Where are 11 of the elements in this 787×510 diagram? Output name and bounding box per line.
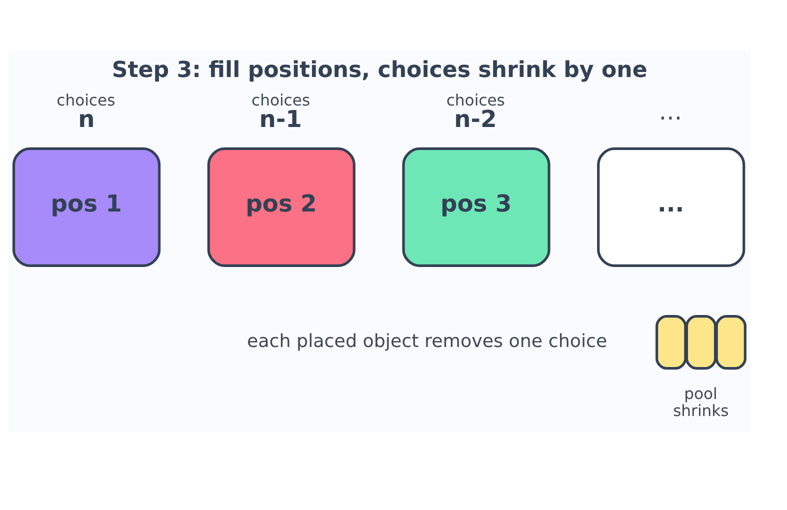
node-box <box>715 315 746 370</box>
label: pool shrinks <box>673 384 729 420</box>
label: each placed object removes one choice <box>246 331 608 352</box>
diagram-title: Step 3: fill positions, choices shrink by one <box>112 58 648 83</box>
node-box <box>656 315 687 370</box>
node-box: ... <box>597 147 746 267</box>
node-box: pos 2 <box>207 147 356 267</box>
node-box <box>685 315 717 370</box>
node-box: pos 3 <box>402 147 550 267</box>
node-label: … <box>658 97 682 126</box>
node-box: pos 1 <box>12 147 161 267</box>
